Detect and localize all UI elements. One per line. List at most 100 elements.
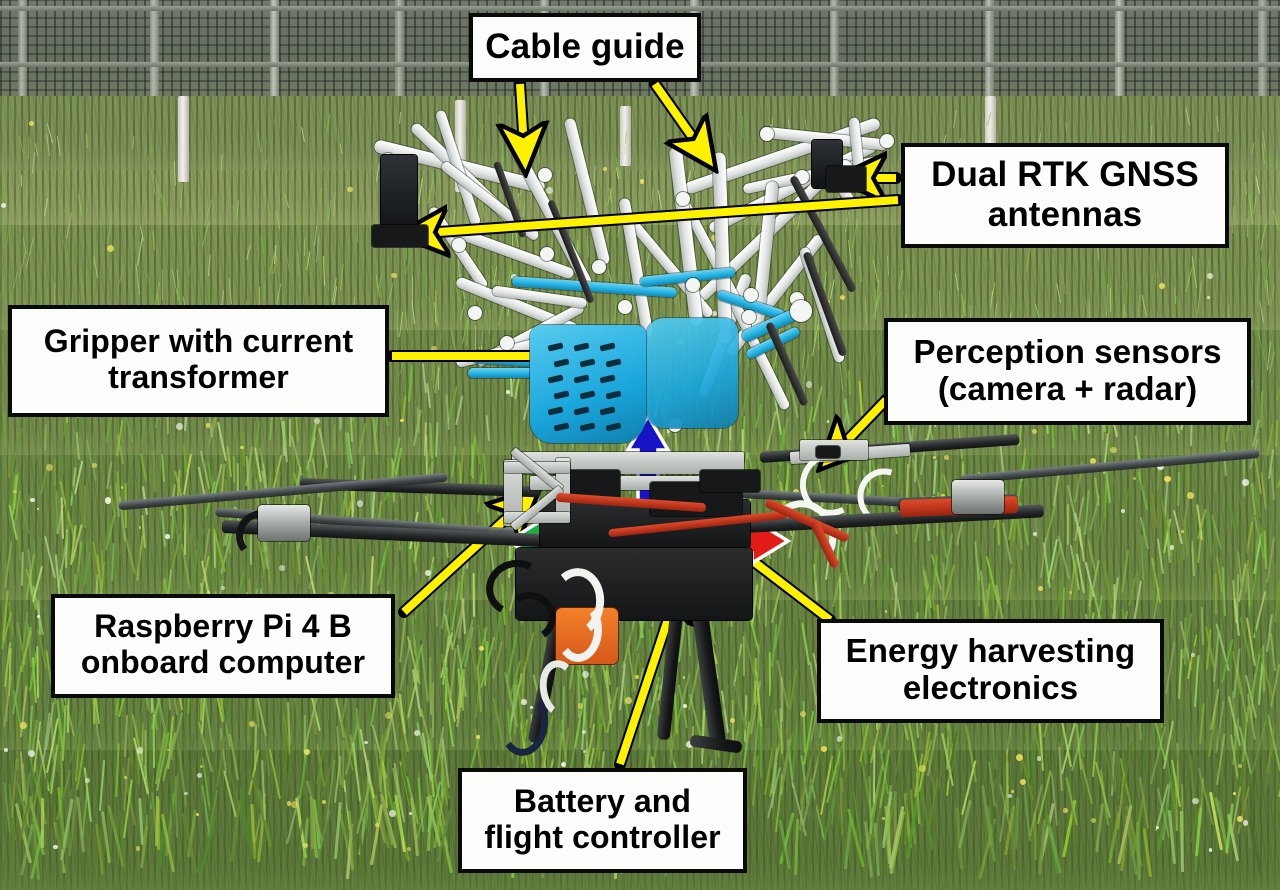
annotation-label-line: transformer	[108, 359, 289, 395]
wildflower	[1155, 826, 1159, 830]
wildflower	[104, 497, 112, 504]
annotation-label-cable-guide[interactable]: Cable guide	[469, 13, 701, 82]
wildflower	[1238, 764, 1242, 768]
wildflower	[729, 718, 735, 724]
gripper-knob	[790, 300, 812, 322]
wildflower	[1016, 754, 1024, 761]
frame-joint	[618, 300, 632, 314]
annotation-label-line: Battery and	[513, 782, 692, 819]
wildflower	[37, 615, 40, 619]
fence-post	[395, 0, 404, 100]
wildflower	[685, 740, 693, 748]
wildflower	[166, 748, 170, 752]
wildflower	[1110, 446, 1117, 454]
wildflower	[1089, 458, 1096, 464]
frame-joint	[500, 336, 514, 350]
wildflower	[840, 295, 846, 301]
wildflower	[521, 699, 527, 705]
frame-joint	[452, 238, 466, 252]
wildflower	[577, 703, 584, 709]
wildflower	[206, 591, 210, 595]
annotation-label-perception-sensors[interactable]: Perception sensors(camera + radar)	[884, 318, 1251, 425]
wildflower	[1011, 790, 1014, 793]
wildflower	[120, 486, 124, 489]
fence-post	[1258, 0, 1267, 100]
wildflower	[314, 418, 320, 425]
wildflower	[1206, 272, 1213, 279]
wildflower	[364, 740, 368, 745]
wildflower	[1187, 491, 1194, 499]
annotation-label-line: (camera + radar)	[937, 369, 1198, 407]
wildflower	[303, 843, 308, 848]
fence-post	[150, 0, 159, 100]
wildflower	[391, 272, 397, 279]
wildflower	[123, 775, 127, 780]
wildflower	[389, 809, 397, 817]
frame-joint	[592, 260, 606, 274]
wildflower	[1242, 820, 1249, 826]
wildflower	[53, 844, 58, 850]
wildflower	[406, 847, 411, 852]
annotation-label-line: Perception sensors	[913, 332, 1222, 370]
wildflower	[400, 418, 404, 423]
survey-post	[178, 96, 189, 182]
wildflower	[836, 736, 843, 742]
annotation-label-line: flight controller	[484, 818, 721, 855]
cable-guide-tube-cyan	[468, 368, 548, 378]
wildflower	[884, 610, 888, 613]
wildflower	[1133, 476, 1136, 480]
gripper-body-right	[646, 318, 738, 428]
fence-post	[18, 0, 27, 100]
wildflower	[107, 245, 115, 253]
wildflower	[4, 748, 8, 752]
annotation-label-line: electronics	[902, 669, 1079, 706]
wildflower	[881, 816, 885, 820]
wildflower	[1156, 463, 1164, 471]
wildflower	[356, 500, 364, 507]
wildflower	[820, 745, 827, 752]
wildflower	[712, 311, 717, 317]
annotation-label-line: Cable guide	[485, 26, 685, 66]
wildflower	[176, 422, 184, 430]
battery-pack	[556, 608, 618, 664]
wildflower	[1170, 545, 1175, 550]
wildflower	[582, 729, 587, 734]
wildflower	[1008, 793, 1013, 799]
wildflower	[279, 565, 285, 571]
wildflower	[409, 812, 412, 816]
rtk-antenna-left-base	[372, 225, 428, 247]
wildflower	[1233, 791, 1237, 795]
wildflower	[683, 704, 687, 709]
wildflower	[1031, 429, 1037, 435]
wildflower	[28, 121, 34, 127]
cable-guide-tube	[618, 197, 654, 338]
wildflower	[805, 381, 812, 388]
wildflower	[431, 346, 437, 352]
survey-post	[455, 100, 466, 192]
wildflower	[1192, 798, 1199, 805]
fence-post	[830, 0, 839, 100]
fence-post	[985, 0, 994, 100]
energy-harvesting-electronics	[700, 470, 760, 492]
wildflower	[1158, 282, 1165, 289]
wildflower	[639, 179, 645, 184]
wildflower	[1190, 653, 1195, 658]
wildflower	[1063, 808, 1068, 813]
survey-post	[985, 96, 996, 186]
wildflower	[1037, 586, 1044, 592]
wildflower	[196, 813, 200, 816]
wildflower	[546, 186, 553, 194]
wildflower	[1180, 530, 1184, 534]
wildflower	[919, 765, 926, 772]
motor-right	[952, 480, 1004, 514]
wildflower	[200, 765, 204, 769]
fence-post	[1115, 0, 1124, 100]
wildflower	[19, 722, 27, 729]
wildflower	[478, 645, 485, 652]
